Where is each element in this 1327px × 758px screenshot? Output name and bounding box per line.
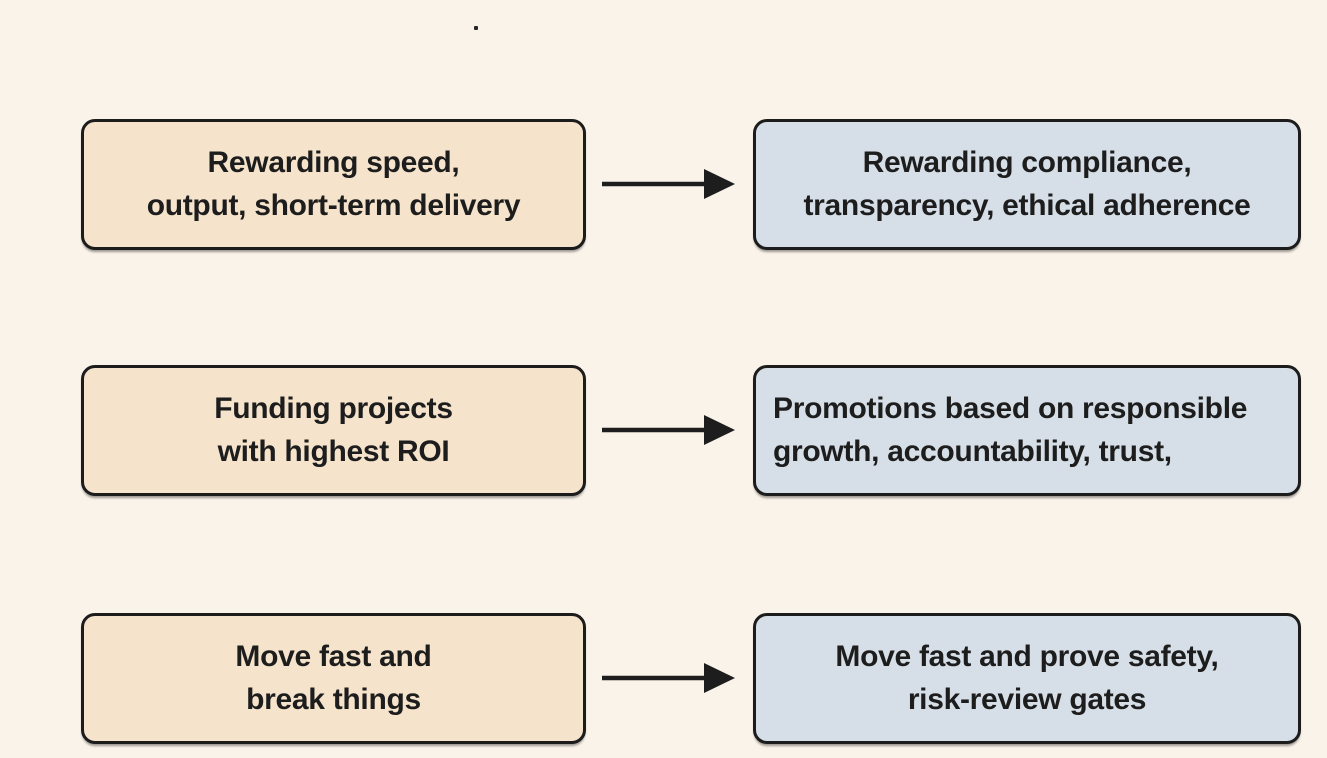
- to-box-3-line-1: Move fast and prove safety,: [835, 639, 1219, 673]
- to-box-2-line-2: growth, accountability, trust,: [773, 434, 1172, 468]
- from-box-2-line-1: Funding projects: [214, 391, 453, 425]
- from-box-3: Move fast and break things: [81, 613, 586, 744]
- right-arrow-icon: [602, 415, 735, 445]
- from-box-1-line-2: output, short-term delivery: [146, 188, 521, 222]
- diagram-row-2: Funding projects with highest ROI Promot…: [0, 365, 1327, 496]
- right-arrow-icon: [602, 169, 735, 199]
- to-box-3: Move fast and prove safety, risk-review …: [753, 613, 1301, 744]
- right-arrow-icon: [602, 663, 735, 693]
- to-box-1-line-2: transparency, ethical adherence: [803, 188, 1251, 222]
- stray-dot: [474, 26, 478, 30]
- diagram-row-1: Rewarding speed, output, short-term deli…: [0, 119, 1327, 250]
- diagram-row-3: Move fast and break things Move fast and…: [0, 613, 1327, 744]
- from-box-1-line-1: Rewarding speed,: [207, 145, 460, 179]
- from-box-2: Funding projects with highest ROI: [81, 365, 586, 496]
- from-box-3-line-1: Move fast and: [235, 639, 432, 673]
- to-box-2: Promotions based on responsible growth, …: [753, 365, 1301, 496]
- to-box-1: Rewarding compliance, transparency, ethi…: [753, 119, 1301, 250]
- from-box-3-line-2: break things: [246, 682, 421, 716]
- to-box-1-line-1: Rewarding compliance,: [862, 145, 1192, 179]
- from-box-2-line-2: with highest ROI: [217, 434, 450, 468]
- to-box-3-line-2: risk-review gates: [907, 682, 1147, 716]
- to-box-2-line-1: Promotions based on responsible: [773, 391, 1248, 425]
- from-box-1: Rewarding speed, output, short-term deli…: [81, 119, 586, 250]
